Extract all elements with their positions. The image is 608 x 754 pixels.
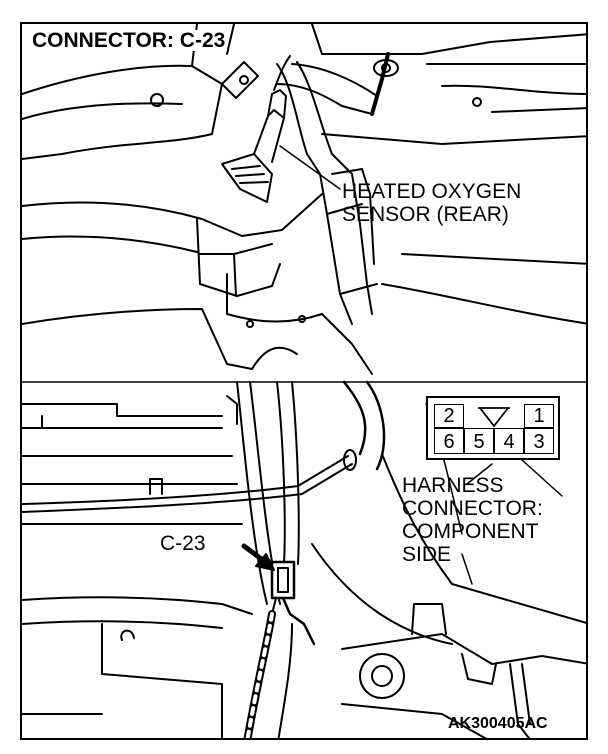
figure-code: AK300405AC bbox=[448, 715, 548, 732]
harness-callout-line-1: HARNESS bbox=[402, 474, 504, 497]
sensor-callout: HEATED OXYGEN SENSOR (REAR) bbox=[342, 180, 521, 226]
connector-pin-diagram: 2 1 6 5 4 3 bbox=[426, 396, 560, 460]
pin-3-label: 3 bbox=[533, 431, 545, 453]
harness-callout: HARNESS CONNECTOR: COMPONENT SIDE bbox=[402, 474, 543, 566]
pin-5-label: 5 bbox=[473, 431, 485, 453]
connector-title: CONNECTOR: C-23 bbox=[30, 29, 228, 52]
connector-key-icon bbox=[478, 407, 510, 428]
harness-callout-line-2: CONNECTOR: bbox=[402, 497, 543, 520]
pin-2-label: 2 bbox=[443, 405, 455, 427]
sensor-callout-line-1: HEATED OXYGEN bbox=[342, 180, 522, 203]
sensor-callout-line-2: SENSOR (REAR) bbox=[342, 203, 509, 226]
pin-6-label: 6 bbox=[443, 431, 455, 453]
diagram-frame: CONNECTOR: C-23 HEATED OXYGEN SENSOR (RE… bbox=[20, 22, 588, 740]
connector-pointer-label: C-23 bbox=[160, 532, 206, 555]
pin-1-label: 1 bbox=[533, 405, 545, 427]
harness-callout-line-3: COMPONENT bbox=[402, 520, 539, 543]
underbody-illustration bbox=[22, 24, 586, 738]
top-panel-drawing bbox=[22, 24, 586, 375]
harness-callout-line-4: SIDE bbox=[402, 543, 452, 566]
bottom-panel-drawing bbox=[22, 380, 586, 738]
pin-4-label: 4 bbox=[503, 431, 515, 453]
